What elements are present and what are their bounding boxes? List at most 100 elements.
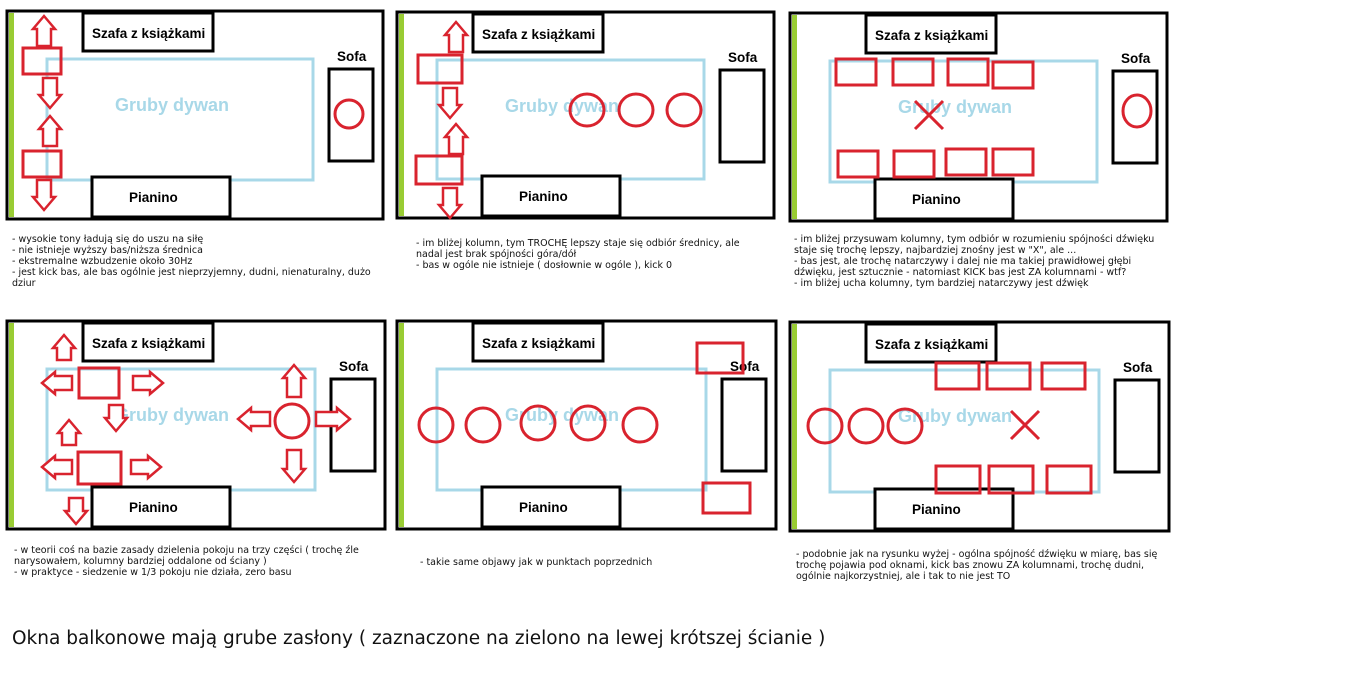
curtain-marker [399,14,404,216]
speaker-box [944,147,988,177]
carpet-label: Gruby dywan [115,95,229,115]
listening-position-circle [886,407,924,445]
arrow-down-icon [62,496,90,526]
sofa-label: Sofa [337,49,367,64]
wardrobe-box [81,11,215,53]
sofa-box [720,377,768,473]
arrow-right-icon [129,453,163,481]
carpet-label: Gruby dywan [898,97,1012,117]
piano-label: Pianino [129,190,178,205]
listening-position-circle [665,92,703,128]
speaker-right-box [414,154,464,186]
piano-box [480,174,622,218]
arrow-right-icon [314,405,352,433]
speaker-box [987,464,1035,495]
arrow-down-icon [436,86,464,120]
piano-box [480,485,622,529]
listening-position-circle [569,404,607,442]
speaker-top-box [695,341,745,375]
wardrobe-label: Szafa z książkami [875,28,988,43]
arrow-left-icon [236,405,272,433]
speaker-box [1045,464,1093,495]
sofa-label: Sofa [339,359,369,374]
piano-box [873,177,1015,221]
speaker-bottom-box [701,481,752,515]
arrow-up-icon [442,20,470,54]
speaker-box [1040,361,1087,391]
arrow-left-icon [40,453,74,481]
arrow-down-icon [280,448,308,484]
wardrobe-label: Szafa z książkami [92,26,205,41]
arrow-up-icon [30,14,58,48]
sofa-box [1113,378,1161,474]
listening-position-circle [464,406,502,444]
speaker-box [946,57,990,87]
piano-label: Pianino [129,500,178,515]
sofa-box [718,68,766,164]
listening-position-circle [806,407,844,445]
speaker-box [834,57,878,87]
carpet-label: Gruby dywan [115,405,229,425]
arrow-down-icon [30,178,58,212]
listening-position-circle [621,406,659,444]
listening-position-circle [1121,93,1153,129]
arrow-up-icon [36,114,64,148]
piano-label: Pianino [912,192,961,207]
wardrobe-label: Szafa z książkami [875,337,988,352]
speaker-box [934,361,981,391]
piano-label: Pianino [519,189,568,204]
piano-box [873,487,1015,531]
footer-note: Okna balkonowe mają grube zasłony ( zazn… [12,628,826,649]
panel-5-notes: - takie same objawy jak w punktach poprz… [420,557,653,568]
arrow-down-icon [436,186,464,220]
wardrobe-box [471,12,605,54]
wardrobe-box [864,13,998,55]
arrow-up-icon [280,363,308,399]
listening-position-circle [273,402,311,440]
arrow-right-icon [131,369,165,397]
speaker-left-box [416,53,464,85]
piano-label: Pianino [519,500,568,515]
speaker-left-box [21,46,63,76]
curtain-marker [792,324,797,529]
arrow-down-icon [102,403,130,433]
listening-position-circle [617,92,655,128]
arrow-up-icon [50,333,78,362]
arrow-left-icon [40,369,74,397]
arrow-down-icon [36,76,64,110]
panel-1-notes: - wysokie tony ładują się do uszu na sił… [12,234,371,289]
piano-box [90,485,232,529]
best-spot-x-marker [1009,409,1041,441]
sofa-label: Sofa [730,359,760,374]
wardrobe-box [471,321,605,363]
speaker-box [991,147,1035,177]
carpet-label: Gruby dywan [505,405,619,425]
curtain-marker [9,13,14,217]
listening-position-circle [568,92,606,128]
listening-position-circle [333,98,365,130]
speaker-box [892,149,936,179]
carpet-label: Gruby dywan [505,96,619,116]
sofa-box [327,67,375,163]
carpet-label: Gruby dywan [898,406,1012,426]
speaker-box [985,361,1032,391]
arrow-up-icon [442,122,470,156]
best-spot-x-marker [913,99,945,131]
wardrobe-box [81,321,215,363]
wardrobe-label: Szafa z książkami [482,336,595,351]
curtain-marker [792,15,797,219]
piano-box [90,175,232,219]
speaker-right-box [76,450,123,486]
speaker-left-box [77,366,121,400]
wardrobe-label: Szafa z książkami [92,336,205,351]
arrow-up-icon [55,418,83,447]
sofa-label: Sofa [1123,360,1153,375]
panel-6-notes: - podobnie jak na rysunku wyżej - ogólna… [796,549,1158,582]
sofa-label: Sofa [1121,51,1151,66]
curtain-marker [399,323,404,527]
